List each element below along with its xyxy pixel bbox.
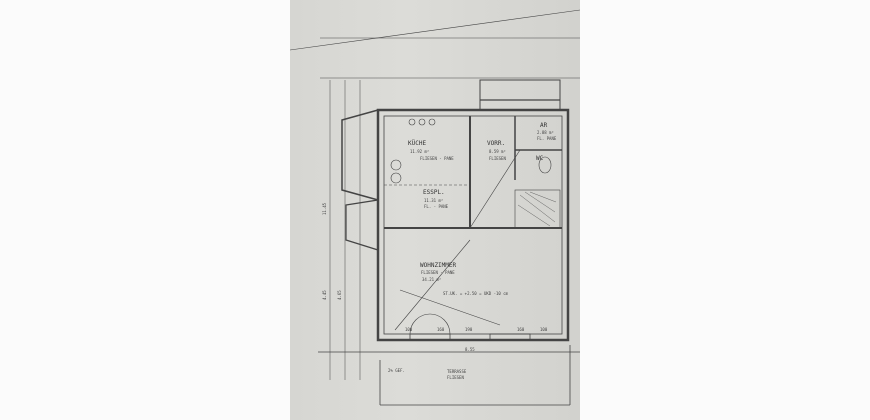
living-area: 34.21 m² bbox=[422, 277, 441, 282]
dim-label: 100 bbox=[540, 327, 548, 332]
hall-floor: FLIESEN bbox=[489, 156, 506, 161]
dim-label: 4.45 bbox=[322, 290, 327, 300]
dim-label: 11.45 bbox=[322, 202, 327, 215]
property-line bbox=[289, 9, 581, 51]
stairs bbox=[517, 191, 557, 227]
hall-name: VORR. bbox=[487, 140, 505, 147]
toilet-icon bbox=[538, 156, 552, 174]
living-floor: FLIESEN - PANE bbox=[421, 270, 455, 275]
floor-plan-paper bbox=[290, 0, 580, 420]
wc-name: WC bbox=[536, 155, 544, 162]
kitchen-name: KÜCHE bbox=[408, 140, 426, 147]
outer-wall bbox=[376, 108, 570, 342]
kitchen-floor: FLIESEN - PANE bbox=[420, 156, 454, 161]
dining-area: 11.31 m² bbox=[424, 198, 443, 203]
living-name: WOHNZIMMER bbox=[420, 262, 457, 269]
storage-name: AR bbox=[540, 122, 548, 129]
terrace-floor: FLIESEN bbox=[447, 375, 464, 380]
hall-area: 8.59 m² bbox=[489, 149, 506, 154]
slope-note: 2% GEF. bbox=[388, 368, 405, 373]
kitchen-area: 11.92 m² bbox=[410, 149, 429, 154]
ceiling-note: ST.UK. = +2.50 = UKD -10 cm bbox=[443, 291, 509, 296]
dim-label: 190 bbox=[465, 327, 473, 332]
terrace-name: TERRASSE bbox=[447, 369, 467, 374]
dining-name: ESSPL. bbox=[423, 189, 445, 196]
dim-total: 8.55 bbox=[465, 347, 475, 352]
dining-floor: FL. - PANE bbox=[424, 204, 449, 209]
storage-area: 2.88 m² bbox=[537, 130, 554, 135]
dim-label: 160 bbox=[437, 327, 445, 332]
dim-label: 4.65 bbox=[337, 290, 342, 300]
dim-label: 160 bbox=[517, 327, 525, 332]
dim-label: 100 bbox=[405, 327, 413, 332]
storage-floor: FL. PANE bbox=[537, 136, 557, 141]
